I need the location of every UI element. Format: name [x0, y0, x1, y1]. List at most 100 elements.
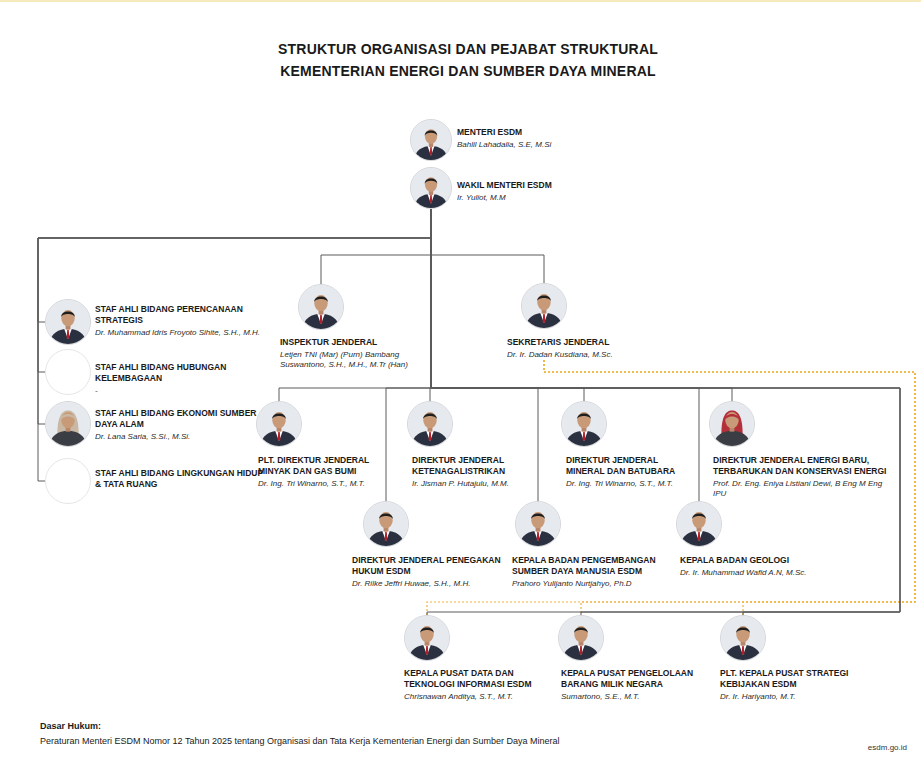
legal-basis-text: Peraturan Menteri ESDM Nomor 12 Tahun 20… — [40, 736, 559, 747]
official-name: Ir. Yuliot, M.M — [457, 193, 657, 203]
position-title: KEPALA BADAN PENGEMBANGAN SUMBER DAYA MA… — [512, 555, 674, 577]
official-name: Prahoro Yulijanto Nurtjahyo, Ph.D — [512, 579, 674, 589]
official-name: Dr. Ing. Tri Winarno, S.T., M.T. — [566, 479, 692, 489]
official-node: INSPEKTUR JENDERALLetjen TNI (Mar) (Purn… — [280, 284, 425, 370]
official-name: Dr. Ir. Hariyanto, M.T. — [720, 692, 895, 702]
text-block: KEPALA BADAN PENGEMBANGAN SUMBER DAYA MA… — [512, 555, 674, 589]
text-block: STAF AHLI BIDANG HUBUNGAN KELEMBAGAAN - — [95, 362, 270, 396]
official-name: Chrisnawan Anditya, S.T., M.T. — [404, 692, 554, 702]
official-node: KEPALA BADAN GEOLOGI Dr. Ir. Muhammad Waf… — [676, 501, 850, 578]
portrait-circle — [298, 284, 344, 330]
position-title: DIREKTUR JENDERAL PENEGAKAN HUKUM ESDM — [352, 555, 502, 577]
text-block: SEKRETARIS JENDERAL Dr. Ir. Dadan Kusdian… — [507, 337, 672, 360]
text-block: INSPEKTUR JENDERALLetjen TNI (Mar) (Purn… — [280, 337, 425, 370]
portrait-circle — [407, 401, 453, 447]
official-name: - — [95, 386, 270, 396]
reporting-line — [431, 209, 584, 401]
official-name: Dr. Ir. Muhammad Wafid A.N, M.Sc. — [680, 568, 850, 578]
official-name: Sumartono, S.E., M.T. — [561, 692, 711, 702]
portrait-circle — [521, 283, 567, 329]
position-title: SEKRETARIS JENDERAL — [507, 337, 672, 348]
reporting-line — [431, 209, 544, 283]
position-title: DIREKTUR JENDERAL ENERGI BARU, TERBARUKA… — [713, 455, 893, 477]
official-name: Dr. Rilke Jeffri Huwae, S.H., M.H. — [352, 579, 502, 589]
portrait-figure — [364, 502, 408, 546]
portrait-circle — [363, 501, 409, 547]
text-block: STAF AHLI BIDANG LINGKUNGAN HIDUP & TATA… — [95, 468, 270, 490]
official-node: STAF AHLI BIDANG HUBUNGAN KELEMBAGAAN - — [45, 349, 270, 396]
portrait-figure — [562, 402, 606, 446]
text-block: STAF AHLI BIDANG EKONOMI SUMBER DAYA ALA… — [95, 408, 270, 442]
position-title: KEPALA BADAN GEOLOGI — [680, 555, 850, 566]
reporting-line — [431, 209, 900, 615]
official-name: Dr. Ing. Tri Winarno, S.T., M.T. — [258, 479, 382, 489]
portrait-circle — [45, 299, 91, 345]
coordination-line — [544, 360, 915, 615]
position-title: STAF AHLI BIDANG PERENCANAAN STRATEGIS — [95, 304, 270, 326]
position-title: STAF AHLI BIDANG HUBUNGAN KELEMBAGAAN — [95, 362, 270, 384]
position-title: KEPALA PUSAT PENGELOLAAN BARANG MILIK NE… — [561, 668, 711, 690]
portrait-figure — [405, 616, 449, 660]
portrait-figure — [559, 616, 603, 660]
official-node: SEKRETARIS JENDERAL Dr. Ir. Dadan Kusdian… — [507, 283, 672, 360]
position-title: WAKIL MENTERI ESDM — [457, 180, 657, 191]
portrait-figure — [522, 284, 566, 328]
portrait-figure — [721, 616, 765, 660]
portrait-circle — [561, 401, 607, 447]
portrait-circle — [515, 501, 561, 547]
portrait-circle — [45, 401, 91, 447]
text-block: DIREKTUR JENDERAL KETENAGALISTRIKANIr. J… — [412, 455, 534, 489]
portrait-figure — [408, 402, 452, 446]
portrait-figure — [299, 285, 343, 329]
portrait-circle — [676, 501, 722, 547]
text-block: MENTERI ESDM Bahlil Lahadalia, S.E, M.Si — [457, 127, 657, 150]
position-title: STAF AHLI BIDANG EKONOMI SUMBER DAYA ALA… — [95, 408, 270, 430]
portrait-figure — [411, 120, 451, 160]
portrait-circle — [558, 615, 604, 661]
text-block: DIREKTUR JENDERAL PENEGAKAN HUKUM ESDM Dr… — [352, 555, 502, 589]
official-node: DIREKTUR JENDERAL KETENAGALISTRIKANIr. J… — [407, 401, 534, 489]
portrait-figure — [710, 402, 754, 446]
text-block: KEPALA BADAN GEOLOGI Dr. Ir. Muhammad Waf… — [680, 555, 850, 578]
official-name: Bahlil Lahadalia, S.E, M.Si — [457, 140, 657, 150]
text-block: KEPALA PUSAT PENGELOLAAN BARANG MILIK NE… — [561, 668, 711, 702]
reporting-line — [321, 209, 431, 284]
reporting-line — [279, 209, 431, 401]
official-name: Dr. Ir. Dadan Kusdiana, M.Sc. — [507, 350, 672, 360]
portrait-circle — [410, 119, 452, 161]
position-title: KEPALA PUSAT DATA DAN TEKNOLOGI INFORMAS… — [404, 668, 554, 690]
portrait-figure — [257, 402, 301, 446]
portrait-figure — [46, 402, 90, 446]
text-block: DIREKTUR JENDERAL MINERAL DAN BATUBARADr… — [566, 455, 692, 489]
official-name: Dr. Lana Saria, S.Si., M.Si. — [95, 432, 270, 442]
coordination-line — [544, 360, 915, 615]
portrait-circle — [404, 615, 450, 661]
portrait-figure — [411, 168, 451, 208]
official-node: STAF AHLI BIDANG LINGKUNGAN HIDUP & TATA… — [45, 458, 270, 504]
official-name: Dr. Muhammad Idris Froyoto Sihite, S.H.,… — [95, 328, 270, 338]
reporting-line — [38, 209, 431, 481]
official-node: STAF AHLI BIDANG PERENCANAAN STRATEGIS Dr… — [45, 299, 270, 345]
reporting-line — [427, 209, 900, 615]
source-url: esdm.go.id — [868, 743, 907, 753]
portrait-figure — [46, 300, 90, 344]
portrait-circle — [45, 349, 91, 395]
portrait-circle — [256, 401, 302, 447]
portrait-circle — [720, 615, 766, 661]
text-block: KEPALA PUSAT DATA DAN TEKNOLOGI INFORMAS… — [404, 668, 554, 702]
portrait-circle — [410, 167, 452, 209]
position-title: INSPEKTUR JENDERAL — [280, 337, 425, 348]
official-node: MENTERI ESDM Bahlil Lahadalia, S.E, M.Si — [410, 119, 657, 161]
official-node: DIREKTUR JENDERAL MINERAL DAN BATUBARADr… — [561, 401, 692, 489]
position-title: STAF AHLI BIDANG LINGKUNGAN HIDUP & TATA… — [95, 468, 270, 490]
official-node: PLT. DIREKTUR JENDERAL MINYAK DAN GAS BU… — [256, 401, 382, 489]
top-strip — [0, 0, 921, 2]
chart-title: STRUKTUR ORGANISASI DAN PEJABAT STRUKTUR… — [258, 38, 678, 82]
official-name: Prof. Dr. Eng. Eniya Listiani Dewi, B En… — [713, 479, 893, 499]
position-title: DIREKTUR JENDERAL KETENAGALISTRIKAN — [412, 455, 534, 477]
text-block: DIREKTUR JENDERAL ENERGI BARU, TERBARUKA… — [713, 455, 893, 499]
position-title: MENTERI ESDM — [457, 127, 657, 138]
official-node: KEPALA PUSAT DATA DAN TEKNOLOGI INFORMAS… — [404, 615, 554, 702]
text-block: PLT. DIREKTUR JENDERAL MINYAK DAN GAS BU… — [258, 455, 382, 489]
official-node: DIREKTUR JENDERAL PENEGAKAN HUKUM ESDM Dr… — [352, 501, 502, 589]
